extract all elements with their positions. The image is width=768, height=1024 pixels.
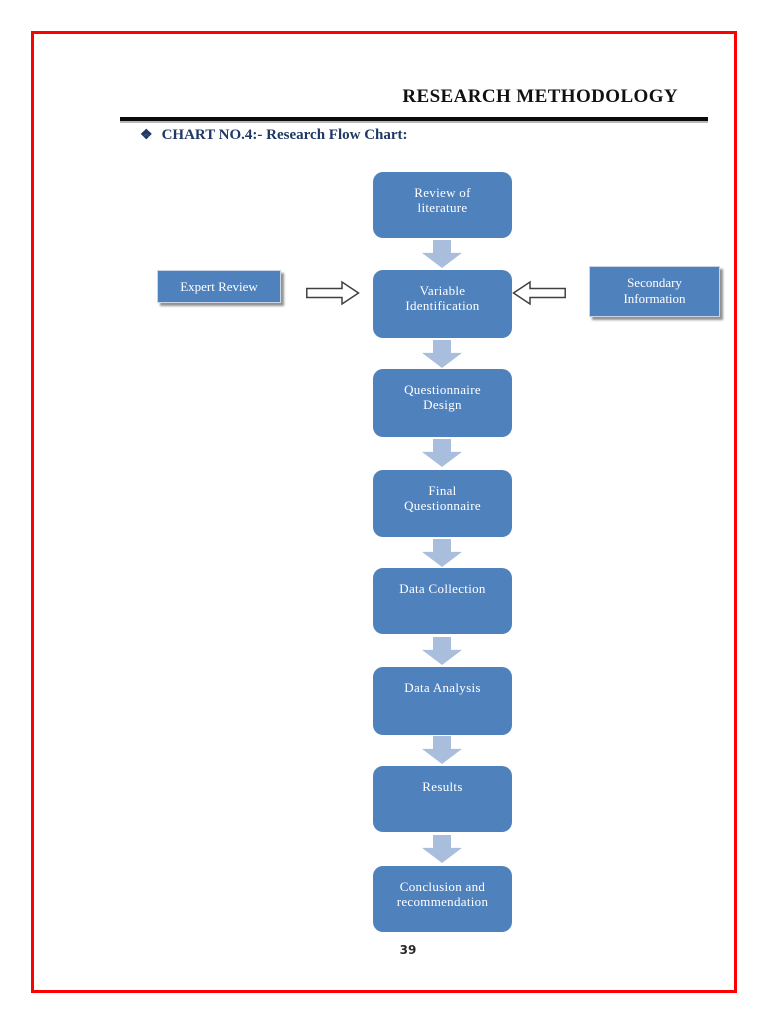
flow-node-data-analysis: Data Analysis <box>373 667 512 735</box>
flow-node-conclusion-and-recommendation: Conclusion and recommendation <box>373 866 512 932</box>
flow-node-questionnaire-design: Questionnaire Design <box>373 369 512 437</box>
flow-node-label: Data Analysis <box>404 680 481 695</box>
flow-node-data-collection: Data Collection <box>373 568 512 634</box>
flow-node-final-questionnaire: Final Questionnaire <box>373 470 512 537</box>
flow-node-results: Results <box>373 766 512 832</box>
side-node-expert-review: Expert Review <box>157 270 281 303</box>
block-arrow-left-icon <box>512 280 566 306</box>
down-arrow-icon <box>422 340 462 368</box>
page-number: 39 <box>399 943 417 957</box>
diamond-bullet-icon: ❖ <box>140 128 153 143</box>
flow-node-label: Review of literature <box>414 185 471 215</box>
down-arrow-icon <box>422 637 462 665</box>
flow-node-label: Results <box>422 779 463 794</box>
flow-node-label: Questionnaire Design <box>404 382 481 412</box>
down-arrow-icon <box>422 240 462 268</box>
flow-node-review-of-literature: Review of literature <box>373 172 512 238</box>
header-divider-line <box>120 117 708 121</box>
page-border <box>31 31 737 993</box>
flow-node-variable-identification: Variable Identification <box>373 270 512 338</box>
side-node-label: Expert Review <box>180 279 258 294</box>
down-arrow-icon <box>422 439 462 467</box>
section-heading-text: CHART NO.4:- Research Flow Chart: <box>161 127 408 143</box>
section-heading: ❖ CHART NO.4:- Research Flow Chart: <box>140 127 408 144</box>
flow-node-label: Conclusion and recommendation <box>396 879 489 909</box>
flow-node-label: Variable Identification <box>405 283 480 313</box>
side-node-secondary-information: Secondary Information <box>589 266 720 317</box>
block-arrow-right-icon <box>306 280 360 306</box>
page-title: RESEARCH METHODOLOGY <box>402 86 678 107</box>
side-node-label: Secondary Information <box>623 275 686 306</box>
flow-node-label: Final Questionnaire <box>404 483 481 513</box>
down-arrow-icon <box>422 539 462 567</box>
down-arrow-icon <box>422 835 462 863</box>
down-arrow-icon <box>422 736 462 764</box>
flow-node-label: Data Collection <box>399 581 486 596</box>
